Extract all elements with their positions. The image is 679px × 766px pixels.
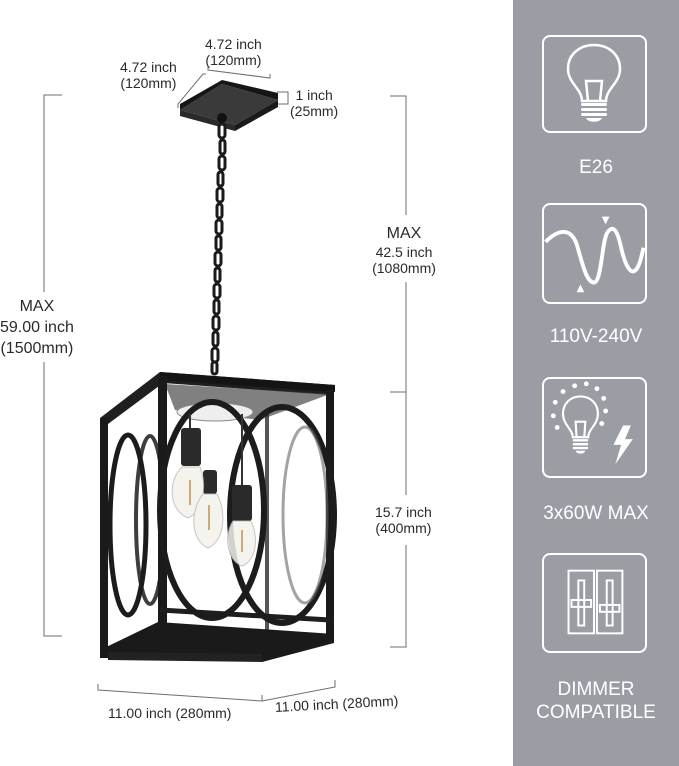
features-panel: E26 110V-240V	[513, 0, 679, 766]
canopy-height-label: 1 inch (25mm)	[290, 87, 339, 119]
canopy-depth-label: 4.72 inch (120mm)	[120, 59, 177, 91]
sine-wave-voltage-icon	[544, 216, 645, 293]
overall-height-bracket	[43, 94, 62, 637]
body-height-label: 15.7 inch (400mm)	[375, 504, 432, 536]
overall-max-height-label: MAX 59.00 inch (1500mm)	[0, 298, 74, 357]
bulb-with-lightning-icon	[550, 381, 633, 465]
ceiling-canopy	[180, 80, 278, 131]
feature-label-e26: E26	[579, 157, 613, 178]
canopy-dimension-lines	[177, 66, 289, 108]
pendant-lantern-illustration	[43, 66, 407, 702]
bulb-sockets	[181, 414, 252, 521]
chain-max-length-label: MAX 42.5 inch (1080mm)	[372, 225, 436, 276]
feature-label-compatible: COMPATIBLE	[536, 702, 656, 723]
product-dimension-diagram: 4.72 inch (120mm) 4.72 inch (120mm) 1 in…	[0, 36, 436, 721]
dimmer-slider-icon	[567, 569, 624, 635]
light-bulb-icon	[566, 43, 622, 122]
decorative-circle-rings	[107, 399, 337, 626]
chain-and-body-height-bracket	[390, 95, 407, 648]
edison-bulbs	[171, 466, 256, 567]
feature-label-wattage: 3x60W MAX	[543, 503, 649, 524]
width-depth-bracket	[97, 680, 336, 702]
canopy-width-label: 4.72 inch (120mm)	[205, 36, 262, 68]
feature-label-voltage: 110V-240V	[549, 326, 643, 347]
body-width-label: 11.00 inch (280mm)	[108, 705, 232, 721]
feature-label-dimmer: DIMMER	[557, 679, 635, 700]
bulb-filaments	[189, 480, 243, 552]
hanging-chain	[210, 122, 227, 376]
